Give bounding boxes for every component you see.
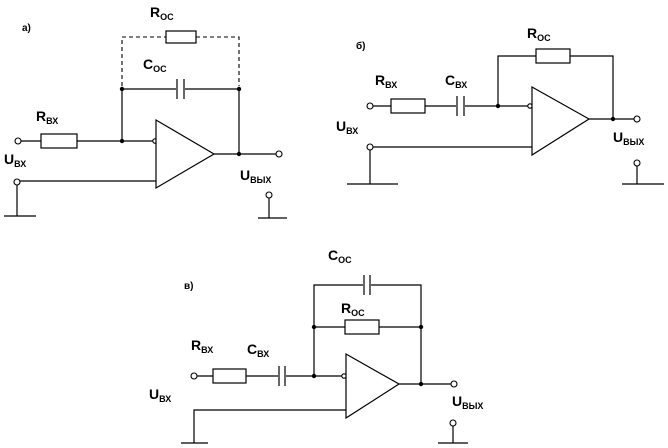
circuit-b-uin-label: UВХ xyxy=(336,118,358,136)
circuit-a-ground-line xyxy=(4,180,156,217)
circuit-b-input-terminal xyxy=(366,102,374,110)
circuit-c-output-terminal xyxy=(450,380,458,388)
circuit-c-uout-label: UВЫХ xyxy=(452,393,483,411)
circuit-b-uout-label: UВЫХ xyxy=(613,129,644,147)
circuit-c-input-terminal xyxy=(190,372,198,380)
circuit-c-feedback-resistor xyxy=(311,319,424,384)
circuit-a-uout-label: UВЫХ xyxy=(240,167,271,185)
circuit-c-op-amp xyxy=(345,352,401,420)
circuit-c-panel-label: в) xyxy=(184,281,193,292)
circuit-c-uin-label: UВХ xyxy=(149,386,171,404)
circuit-b-output-terminal xyxy=(633,115,641,123)
circuit-c-cfb-label: CОС xyxy=(328,247,352,265)
circuit-b-panel-label: б) xyxy=(356,40,366,52)
circuit-b-cin-label: CВХ xyxy=(445,72,467,90)
circuit-a-input-terminal xyxy=(14,137,22,145)
circuit-a-rin-label: RВХ xyxy=(36,108,58,126)
circuit-c-output xyxy=(399,381,451,387)
circuit-b-rfb-label: RОС xyxy=(527,25,551,43)
circuit-c-input-capacitor xyxy=(278,366,347,386)
circuit-c-cin-label: CВХ xyxy=(247,341,269,359)
circuit-c-output-ground xyxy=(438,426,468,444)
circuit-a-feedback-resistor xyxy=(121,30,240,86)
circuit-c-ground-line xyxy=(181,409,346,444)
circuit-c-input-resistor xyxy=(194,368,278,384)
circuit-a-output-ground xyxy=(258,198,287,219)
circuit-b-feedback-resistor xyxy=(497,48,614,119)
circuit-b-op-amp xyxy=(531,85,591,157)
circuit-c-rfb-label: RОС xyxy=(341,300,365,318)
circuit-c-output-ground-terminal xyxy=(449,419,457,427)
circuit-b-input-capacitor xyxy=(456,96,533,116)
circuit-a-op-amp xyxy=(155,118,216,190)
circuit-c: в) xyxy=(149,247,483,444)
circuit-b: б) xyxy=(336,25,664,185)
circuit-a-rfb-label: RОС xyxy=(150,4,174,22)
circuit-a-output-terminal xyxy=(275,150,283,158)
circuit-a-uin-label: UВХ xyxy=(4,151,26,169)
circuit-b-output-ground-terminal xyxy=(633,159,641,167)
circuit-b-ground-line xyxy=(347,146,532,185)
circuit-a: а) xyxy=(4,4,287,219)
circuit-a-feedback-capacitor xyxy=(119,79,242,155)
circuit-b-input-ground-terminal xyxy=(366,143,374,151)
circuit-b-output-ground xyxy=(622,166,664,185)
circuit-a-input-ground-terminal xyxy=(13,178,21,186)
circuit-b-output xyxy=(589,116,634,122)
circuit-c-rin-label: RВХ xyxy=(191,337,213,355)
circuit-a-input-resistor xyxy=(21,133,158,149)
circuit-a-output xyxy=(214,151,276,157)
circuit-b-rin-label: RВХ xyxy=(375,72,397,90)
circuit-b-input-resistor xyxy=(370,98,456,114)
circuit-a-panel-label: а) xyxy=(22,23,31,34)
circuit-a-cfb-label: CОС xyxy=(143,56,167,74)
circuit-a-output-ground-terminal xyxy=(265,191,273,199)
circuit-c-feedback-capacitor xyxy=(313,275,422,327)
